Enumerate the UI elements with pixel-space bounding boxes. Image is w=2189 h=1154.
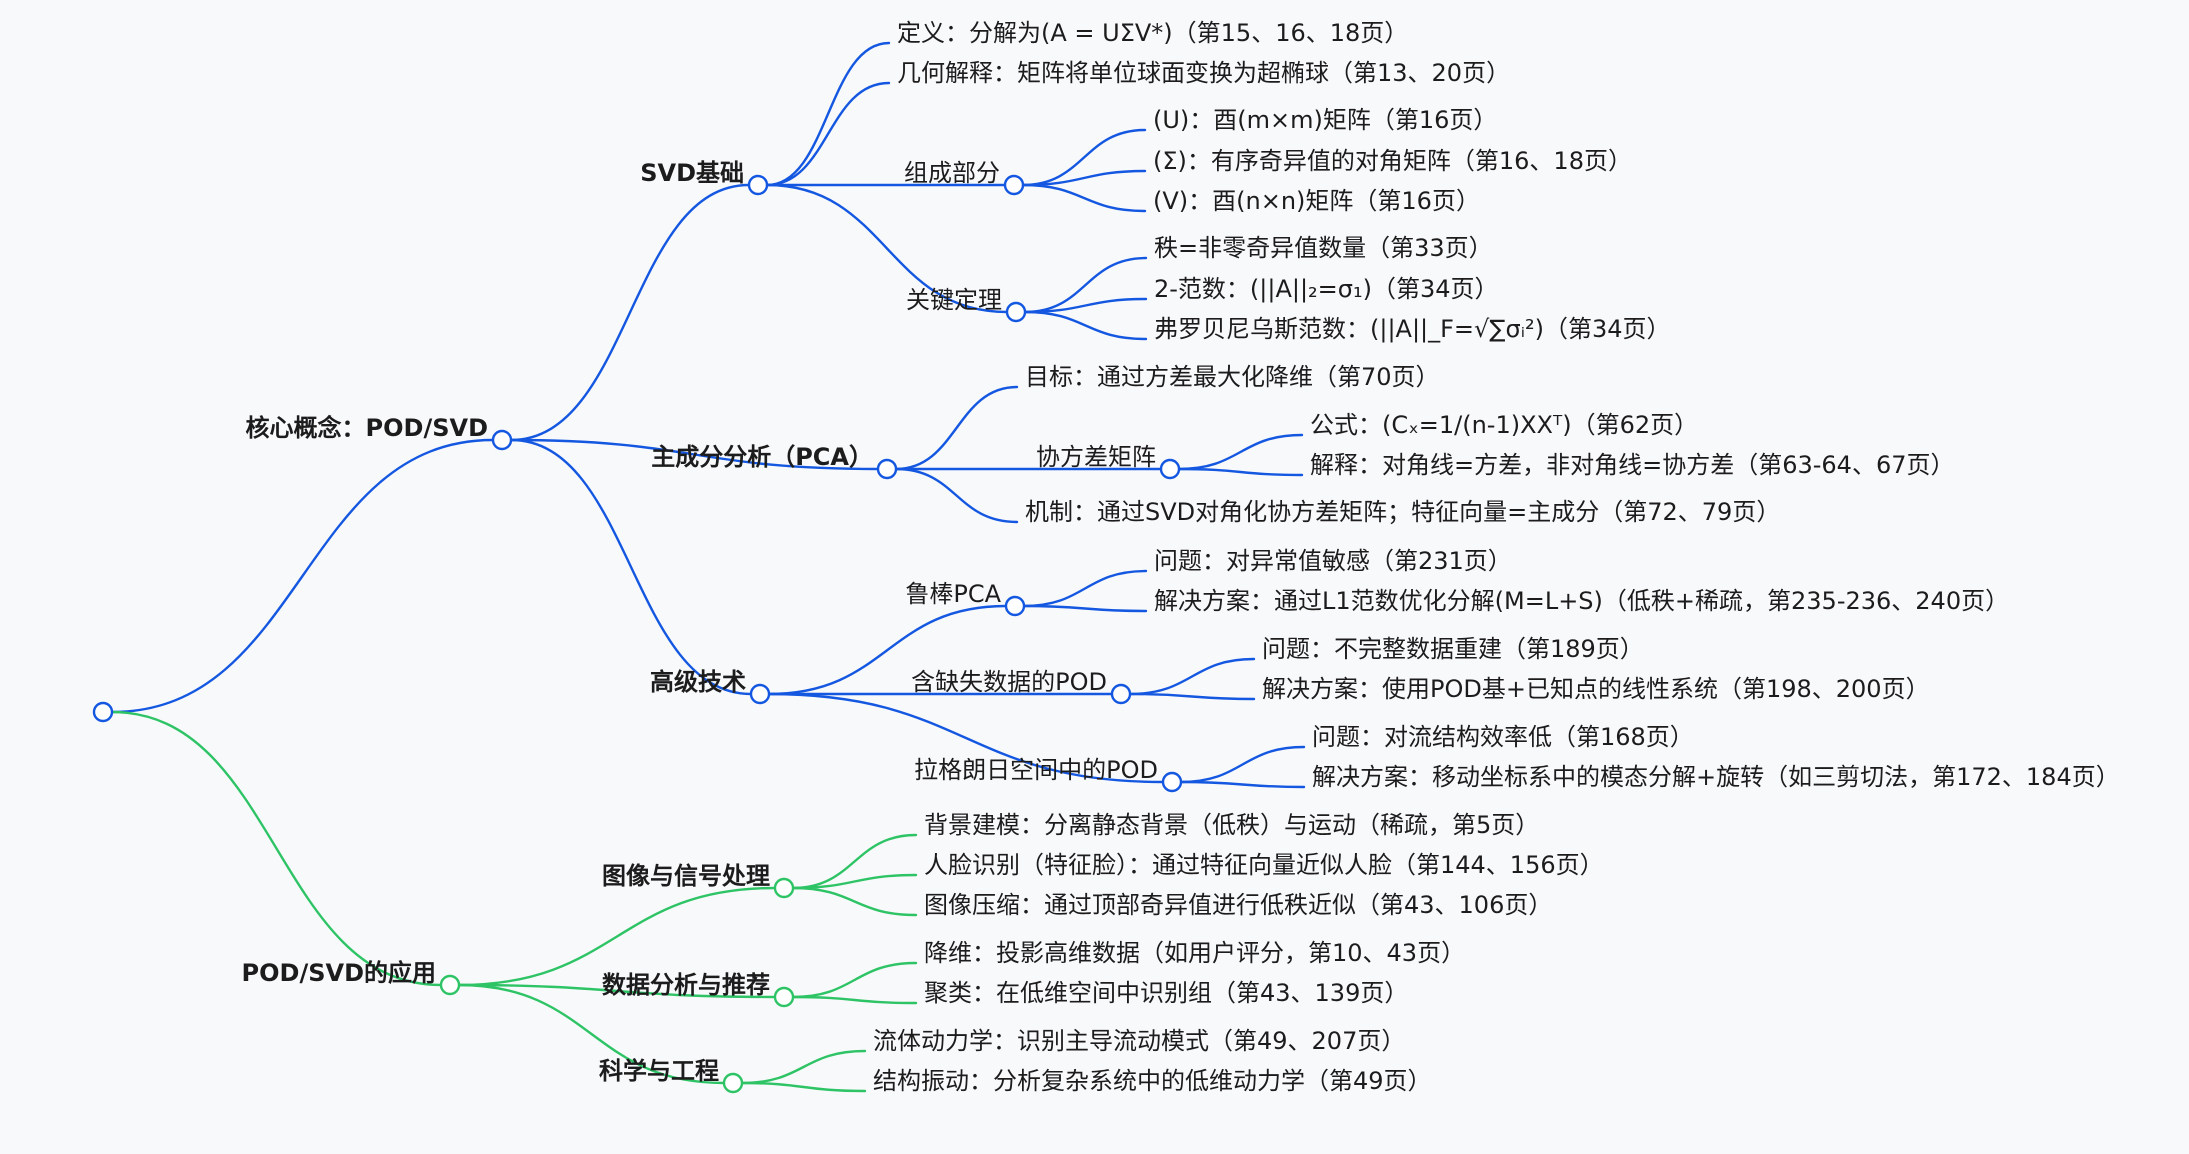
edge-gappy-prob bbox=[1128, 657, 1256, 696]
node-circle-lagr[interactable] bbox=[1161, 771, 1183, 793]
edge-cov-explain bbox=[1177, 467, 1304, 477]
edge-img bbox=[457, 886, 777, 987]
node-label-lagr: 拉格朗日空间中的POD bbox=[914, 756, 1158, 784]
node-label-data-clu: 聚类：在低维空间中识别组（第43、139页） bbox=[924, 979, 1408, 1007]
node-label-rpca-sol: 解决方案：通过L1范数优化分解(M=L+S)（低秩+稀疏，第235-236、24… bbox=[1154, 587, 2009, 615]
edge-rpca bbox=[767, 604, 1008, 696]
edge-pca-goal bbox=[894, 385, 1019, 471]
node-label-sci: 科学与工程 bbox=[599, 1057, 719, 1085]
node-circle-svd-thm[interactable] bbox=[1005, 301, 1027, 323]
edge-lagr-sol bbox=[1179, 780, 1306, 789]
node-circle-gappy[interactable] bbox=[1110, 683, 1132, 705]
node-label-sci-struct: 结构振动：分析复杂系统中的低维动力学（第49页） bbox=[873, 1067, 1432, 1095]
edges-layer bbox=[110, 41, 1306, 1093]
edge-lagr bbox=[767, 692, 1165, 784]
node-label-gappy-prob: 问题：不完整数据重建（第189页） bbox=[1262, 635, 1644, 663]
node-label-svd-parts: 组成部分 bbox=[904, 159, 1000, 187]
edge-pca bbox=[509, 438, 880, 471]
edge-gappy-sol bbox=[1128, 692, 1256, 701]
edge-apps bbox=[110, 710, 443, 987]
node-circle-rpca[interactable] bbox=[1004, 595, 1026, 617]
edge-img-bg bbox=[791, 833, 918, 890]
node-label-lagr-prob: 问题：对流结构效率低（第168页） bbox=[1312, 723, 1694, 751]
edge-svd-u bbox=[1021, 128, 1147, 187]
edge-svd-def bbox=[765, 41, 891, 187]
node-circle-img[interactable] bbox=[773, 877, 795, 899]
edge-svd-v bbox=[1021, 183, 1147, 213]
node-circle-data[interactable] bbox=[773, 986, 795, 1008]
node-label-pca-mech: 机制：通过SVD对角化协方差矩阵；特征向量=主成分（第72、79页） bbox=[1025, 498, 1780, 526]
edge-svd-geo bbox=[765, 81, 891, 187]
node-label-core: 核心概念：POD/SVD bbox=[246, 414, 488, 442]
edge-sci-struct bbox=[740, 1081, 867, 1093]
node-label-pca-cov: 协方差矩阵 bbox=[1036, 443, 1156, 471]
node-label-advanced: 高级技术 bbox=[650, 668, 746, 696]
node-circle-pca[interactable] bbox=[876, 458, 898, 480]
edge-svd-thm bbox=[765, 183, 1009, 314]
node-label-pca-goal: 目标：通过方差最大化降维（第70页） bbox=[1025, 363, 1440, 391]
node-label-cov-explain: 解释：对角线=方差，非对角线=协方差（第63-64、67页） bbox=[1310, 451, 1955, 479]
node-label-thm-fnorm: 弗罗贝尼乌斯范数：(||A||_F=√∑σᵢ²)（第34页） bbox=[1154, 315, 1671, 343]
node-label-svd-v: (V)：酉(n×n)矩阵（第16页） bbox=[1153, 187, 1480, 215]
labels-layer: 核心概念：POD/SVD SVD基础 定义：分解为(A = UΣV*)（第15、16… bbox=[242, 19, 2120, 1095]
node-label-lagr-sol: 解决方案：移动坐标系中的模态分解+旋转（如三剪切法，第172、184页） bbox=[1312, 763, 2120, 791]
node-label-svd-def: 定义：分解为(A = UΣV*)（第15、16、18页） bbox=[897, 19, 1408, 47]
edge-img-comp bbox=[791, 886, 918, 917]
edge-svd-sigma bbox=[1021, 169, 1147, 187]
node-label-img-comp: 图像压缩：通过顶部奇异值进行低秩近似（第43、106页） bbox=[924, 891, 1552, 919]
edge-thm-fnorm bbox=[1023, 310, 1148, 341]
edge-pca-mech bbox=[894, 467, 1019, 524]
root-node-circle[interactable] bbox=[92, 701, 114, 723]
node-circle-advanced[interactable] bbox=[749, 683, 771, 705]
edge-rpca-prob bbox=[1022, 569, 1148, 608]
node-circle-core[interactable] bbox=[491, 429, 513, 451]
node-circle-apps[interactable] bbox=[439, 974, 461, 996]
edge-sci-fluid bbox=[740, 1049, 867, 1085]
node-label-rpca-prob: 问题：对异常值敏感（第231页） bbox=[1154, 547, 1512, 575]
node-label-thm-rank: 秩=非零奇异值数量（第33页） bbox=[1154, 234, 1493, 262]
node-label-svd-sigma: (Σ)：有序奇异值的对角矩阵（第16、18页） bbox=[1153, 147, 1632, 175]
node-label-data-dim: 降维：投影高维数据（如用户评分，第10、43页） bbox=[924, 939, 1465, 967]
edge-lagr-prob bbox=[1179, 745, 1306, 784]
node-label-pca: 主成分分析（PCA） bbox=[651, 443, 873, 471]
edge-img-face bbox=[791, 873, 918, 890]
node-circle-svd-basics[interactable] bbox=[747, 174, 769, 196]
node-label-img-bg: 背景建模：分离静态背景（低秩）与运动（稀疏，第5页） bbox=[924, 811, 1539, 839]
edge-data-dim bbox=[791, 961, 918, 999]
node-label-svd-basics: SVD基础 bbox=[640, 159, 744, 187]
node-label-apps: POD/SVD的应用 bbox=[242, 959, 436, 987]
node-label-gappy: 含缺失数据的POD bbox=[911, 668, 1107, 696]
node-label-gappy-sol: 解决方案：使用POD基+已知点的线性系统（第198、200页） bbox=[1262, 675, 1930, 703]
node-circle-pca-cov[interactable] bbox=[1159, 458, 1181, 480]
edge-data bbox=[457, 983, 777, 999]
node-label-img-face: 人脸识别（特征脸）：通过特征向量近似人脸（第144、156页） bbox=[924, 851, 1604, 879]
edge-cov-formula bbox=[1177, 433, 1304, 471]
node-label-svd-thm: 关键定理 bbox=[906, 286, 1002, 314]
node-label-data: 数据分析与推荐 bbox=[602, 971, 770, 999]
edge-sci bbox=[457, 983, 726, 1085]
node-label-rpca: 鲁棒PCA bbox=[905, 580, 1001, 608]
node-circle-sci[interactable] bbox=[722, 1072, 744, 1094]
edge-svd-basics bbox=[509, 183, 751, 442]
node-circle-svd-parts[interactable] bbox=[1003, 174, 1025, 196]
edge-data-clu bbox=[791, 995, 918, 1005]
node-label-img: 图像与信号处理 bbox=[602, 862, 770, 890]
node-label-svd-geo: 几何解释：矩阵将单位球面变换为超椭球（第13、20页） bbox=[897, 59, 1510, 87]
node-label-sci-fluid: 流体动力学：识别主导流动模式（第49、207页） bbox=[873, 1027, 1405, 1055]
node-label-svd-u: (U)：酉(m×m)矩阵（第16页） bbox=[1153, 106, 1497, 134]
circles-layer bbox=[92, 174, 1183, 1094]
edge-thm-2norm bbox=[1023, 297, 1148, 314]
edge-rpca-sol bbox=[1022, 604, 1148, 613]
node-label-thm-2norm: 2-范数：(||A||₂=σ₁)（第34页） bbox=[1154, 275, 1499, 303]
edge-thm-rank bbox=[1023, 256, 1148, 314]
edge-core bbox=[110, 438, 495, 714]
node-label-cov-formula: 公式：(Cₓ=1/(n-1)XXᵀ)（第62页） bbox=[1310, 411, 1698, 439]
edge-advanced bbox=[509, 438, 753, 696]
